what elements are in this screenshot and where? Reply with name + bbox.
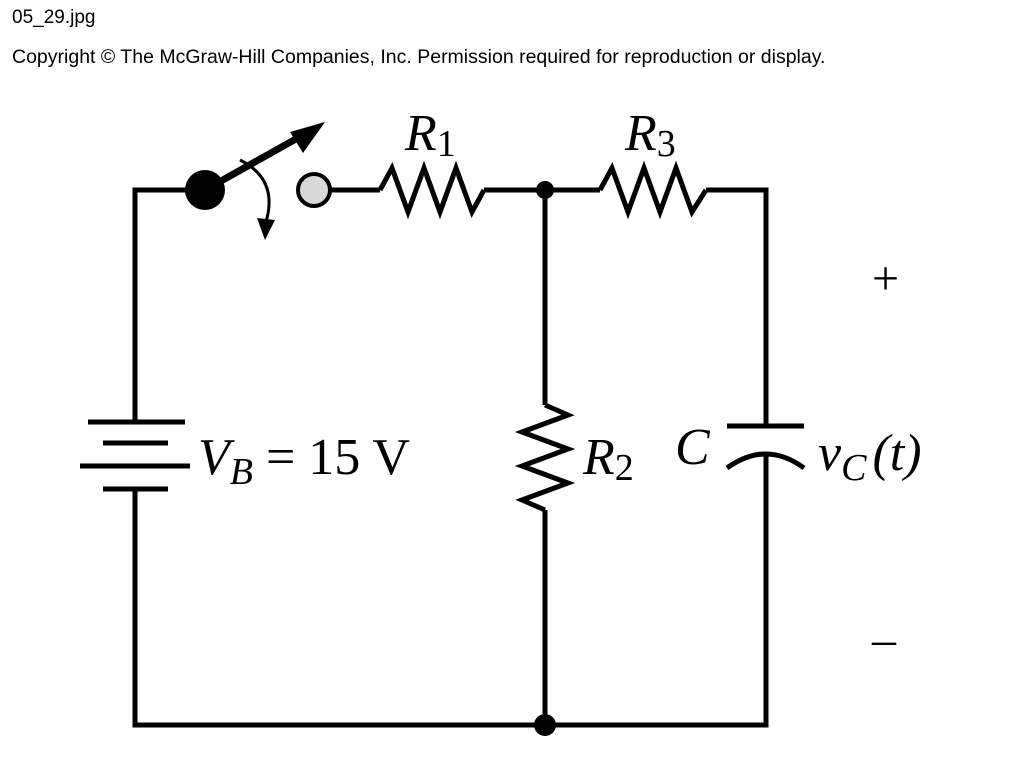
label-r1: R1 [404, 105, 456, 165]
label-r2: R2 [582, 429, 634, 489]
label-minus: – [871, 613, 897, 666]
wire-left-bottom [132, 490, 545, 728]
switch-pivot [185, 170, 225, 210]
switch [185, 122, 332, 240]
switch-open-contact [296, 172, 332, 208]
label-vb: VB = 15 V [198, 429, 410, 493]
switch-motion-arc [239, 158, 271, 226]
file-name: 05_29.jpg [12, 7, 96, 28]
switch-motion-arrow-icon [257, 218, 275, 240]
junction-node-top [536, 181, 554, 199]
wire-r3-cap [706, 187, 769, 426]
resistor-r2 [514, 402, 576, 513]
resistor-r3 [597, 160, 709, 220]
wire-cap-bottom [545, 452, 769, 728]
copyright-notice: Copyright © The McGraw-Hill Companies, I… [12, 46, 826, 68]
battery [80, 419, 190, 492]
label-vc: vC(t) [818, 425, 922, 489]
switch-arrow-head [290, 122, 325, 153]
label-r3: R3 [624, 105, 676, 165]
label-plus: + [872, 252, 899, 305]
wire-left-top [132, 187, 205, 420]
label-capacitor: C [675, 419, 711, 476]
junction-node-bottom [534, 714, 556, 736]
resistor-r1 [377, 160, 487, 220]
